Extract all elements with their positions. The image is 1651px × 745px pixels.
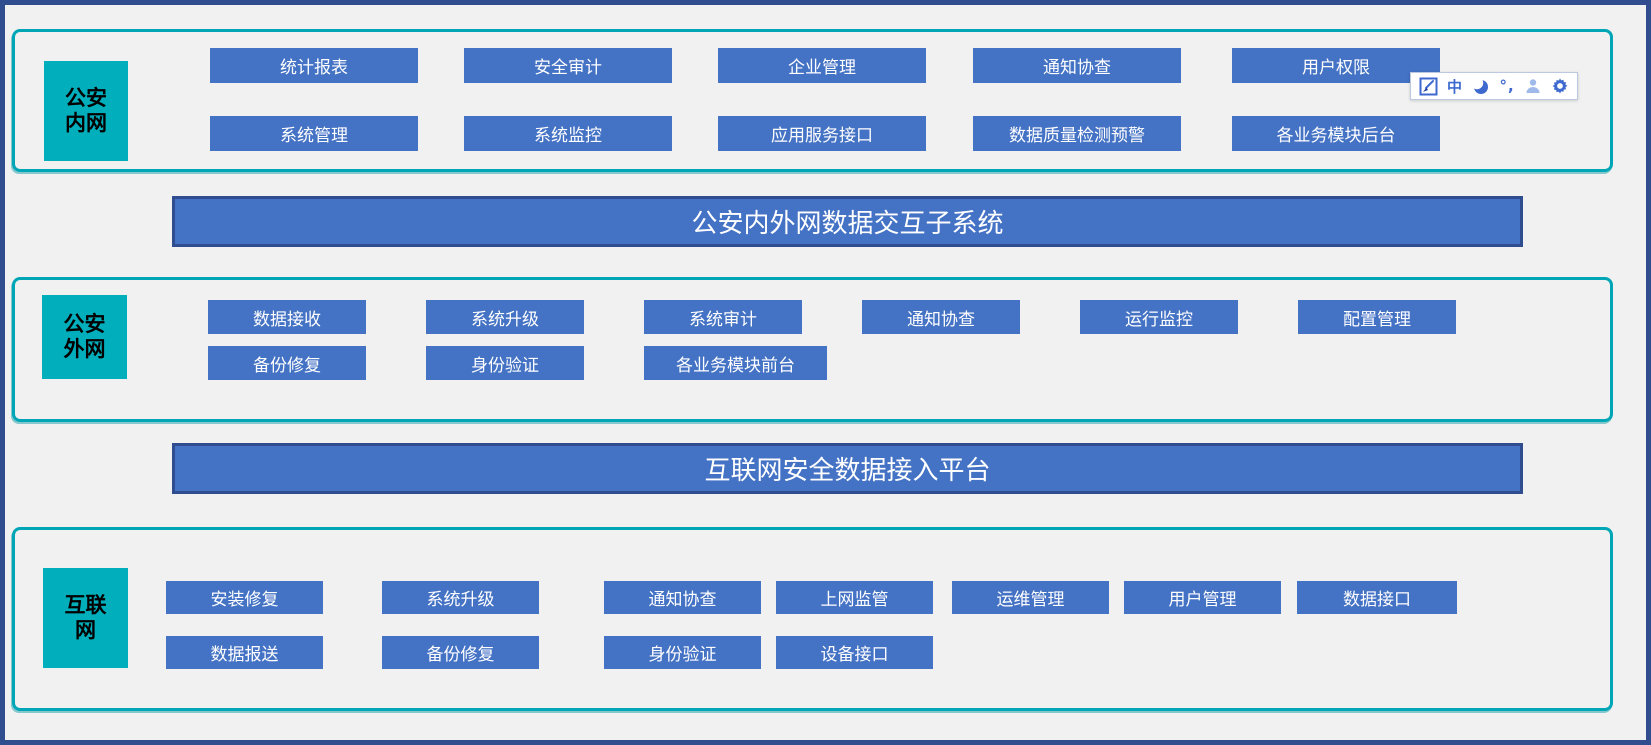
module-button-extranet-r1c2: 系统升级 <box>426 300 584 334</box>
module-button-intranet-r1c4: 通知协查 <box>973 48 1181 83</box>
extranet-network-label: 公安 外网 <box>42 295 127 379</box>
internet-label-line1: 互联 <box>64 592 107 617</box>
section-internet <box>12 527 1613 711</box>
punctuation-mode-icon[interactable]: °, <box>1499 77 1515 95</box>
module-button-internet-r2c2: 备份修复 <box>382 636 539 669</box>
module-button-extranet-r1c1: 数据接收 <box>208 300 366 334</box>
platform-bar-internet-access: 互联网安全数据接入平台 <box>172 443 1523 494</box>
module-button-extranet-r2c1: 备份修复 <box>208 346 366 380</box>
module-button-intranet-r1c2: 安全审计 <box>464 48 672 83</box>
internet-network-label: 互联 网 <box>43 568 128 668</box>
module-button-intranet-r2c2: 系统监控 <box>464 116 672 151</box>
section-intranet <box>12 29 1613 172</box>
ime-toolbar[interactable]: 中 °, <box>1410 72 1578 100</box>
module-button-extranet-r1c3: 系统审计 <box>644 300 802 334</box>
module-button-internet-r1c4: 上网监管 <box>776 581 933 614</box>
module-button-internet-r2c3: 身份验证 <box>604 636 761 669</box>
full-width-moon-icon[interactable] <box>1470 75 1492 97</box>
module-button-intranet-r2c4: 数据质量检测预警 <box>973 116 1181 151</box>
ime-settings-gear-icon[interactable] <box>1549 75 1571 97</box>
module-button-extranet-r2c2: 身份验证 <box>426 346 584 380</box>
intranet-label-line2: 内网 <box>65 111 107 135</box>
ime-input-mode-pen-icon[interactable] <box>1417 75 1439 97</box>
module-button-internet-r1c2: 系统升级 <box>382 581 539 614</box>
extranet-label-line1: 公安 <box>63 311 106 336</box>
module-button-intranet-r1c5: 用户权限 <box>1232 48 1440 83</box>
module-button-internet-r1c6: 用户管理 <box>1124 581 1281 614</box>
module-button-internet-r1c1: 安装修复 <box>166 581 323 614</box>
ime-person-icon[interactable] <box>1522 75 1544 97</box>
module-button-intranet-r2c1: 系统管理 <box>210 116 418 151</box>
intranet-network-label: 公安 内网 <box>44 61 128 161</box>
module-button-internet-r2c1: 数据报送 <box>166 636 323 669</box>
module-button-extranet-r1c6: 配置管理 <box>1298 300 1456 334</box>
module-button-extranet-r2c3: 各业务模块前台 <box>644 346 827 380</box>
extranet-label-line2: 外网 <box>63 337 106 361</box>
module-button-internet-r1c3: 通知协查 <box>604 581 761 614</box>
module-button-internet-r1c7: 数据接口 <box>1297 581 1457 614</box>
intranet-label-line1: 公安 <box>65 85 107 110</box>
internet-label-line2: 网 <box>75 618 96 642</box>
platform-bar-data-exchange: 公安内外网数据交互子系统 <box>172 196 1523 247</box>
module-button-internet-r1c5: 运维管理 <box>952 581 1109 614</box>
module-button-intranet-r1c1: 统计报表 <box>210 48 418 83</box>
module-button-intranet-r2c5: 各业务模块后台 <box>1232 116 1440 151</box>
section-extranet <box>12 277 1613 422</box>
chinese-mode-indicator[interactable]: 中 <box>1446 77 1462 96</box>
module-button-internet-r2c4: 设备接口 <box>776 636 933 669</box>
module-button-extranet-r1c4: 通知协查 <box>862 300 1020 334</box>
module-button-extranet-r1c5: 运行监控 <box>1080 300 1238 334</box>
module-button-intranet-r1c3: 企业管理 <box>718 48 926 83</box>
module-button-intranet-r2c3: 应用服务接口 <box>718 116 926 151</box>
